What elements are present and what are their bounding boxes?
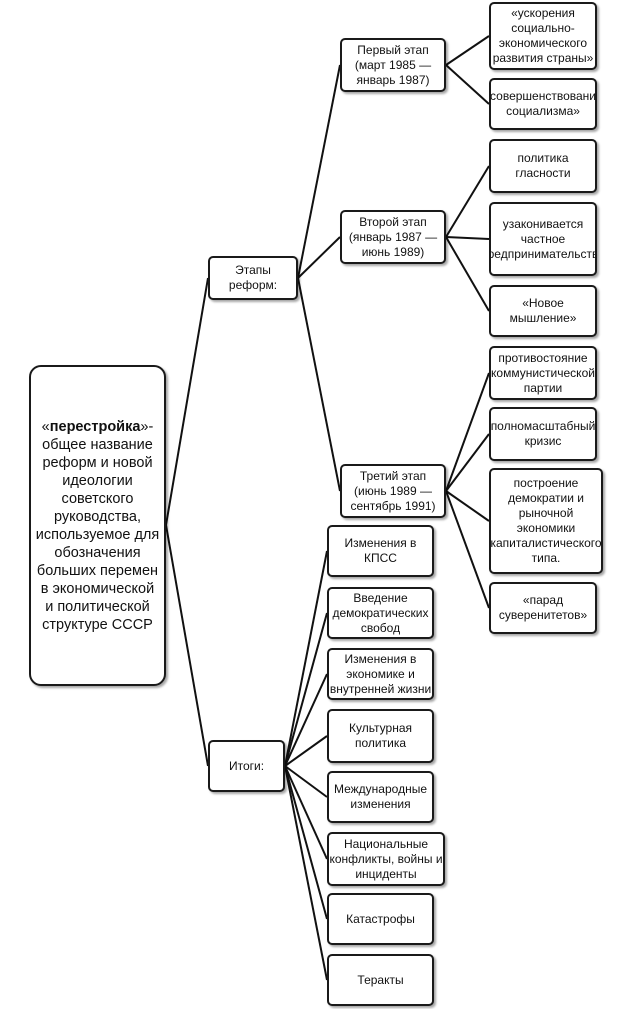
connector-line [165, 277, 209, 526]
stage-3-node: Третий этап (июнь 1989 — сентябрь 1991) [340, 464, 446, 518]
stage-3-item: полномасштабный кризис [489, 407, 597, 461]
connector-line [165, 524, 209, 767]
stage-3-item: построение демократии и рыночной экономи… [489, 468, 603, 574]
stage-1-node: Первый этап (март 1985 — январь 1987) [340, 38, 446, 92]
result-item: Международные изменения [327, 771, 434, 823]
results-node: Итоги: [208, 740, 285, 792]
connector-line [445, 236, 490, 240]
result-item: Изменения в экономике и внутренней жизни [327, 648, 434, 700]
connector-line [445, 165, 490, 238]
root-definition: общее название реформ и новой идеологии … [35, 436, 160, 633]
connector-line [284, 735, 328, 767]
result-item: Катастрофы [327, 893, 434, 945]
connector-line [297, 64, 341, 279]
connector-line [284, 765, 328, 981]
result-item: Теракты [327, 954, 434, 1006]
stage-1-item: «ускорения социально-экономического разв… [489, 2, 597, 70]
result-item: Национальные конфликты, войны и инцидент… [327, 832, 445, 886]
connector-line [445, 490, 490, 522]
stage-1-label: Первый этап (март 1985 — январь 1987) [354, 42, 432, 87]
stage-2-item: узаконивается частное предпринимательств… [489, 202, 597, 276]
connector-line [445, 490, 490, 609]
stage-2-node: Второй этап (январь 1987 — июнь 1989) [340, 210, 446, 264]
stage-2-label: Второй этап (январь 1987 — июнь 1989) [348, 214, 438, 259]
stages-label: Этапы реформ: [228, 263, 278, 292]
stage-2-item: политика гласности [489, 139, 597, 193]
connector-line [445, 64, 490, 105]
stage-2-item: «Новое мышление» [489, 285, 597, 337]
stage-1-item: «совершенствование социализма» [489, 78, 597, 130]
connector-line [445, 433, 490, 492]
connector-line [445, 236, 490, 312]
connector-line [284, 765, 328, 920]
root-text: «перестройка»- общее название реформ и н… [35, 418, 160, 633]
connector-line [284, 673, 328, 767]
root-node: «перестройка»- общее название реформ и н… [29, 365, 166, 686]
result-item: Изменения в КПСС [327, 525, 434, 577]
connector-line [445, 372, 490, 492]
root-term: перестройка [49, 418, 141, 435]
connector-line [284, 765, 328, 860]
results-label: Итоги: [228, 758, 265, 773]
stage-3-item: противостояние коммунистической партии [489, 346, 597, 400]
connector-line [284, 550, 328, 767]
connector-line [284, 612, 328, 767]
connector-line [445, 35, 490, 66]
connector-line [297, 277, 341, 492]
result-item: Культурная политика [327, 709, 434, 763]
stage-3-item: «парад суверенитетов» [489, 582, 597, 634]
stages-node: Этапы реформ: [208, 256, 298, 300]
connector-line [284, 765, 328, 798]
stage-3-label: Третий этап (июнь 1989 — сентябрь 1991) [350, 468, 436, 513]
result-item: Введение демократических свобод [327, 587, 434, 639]
connector-line [297, 236, 341, 279]
